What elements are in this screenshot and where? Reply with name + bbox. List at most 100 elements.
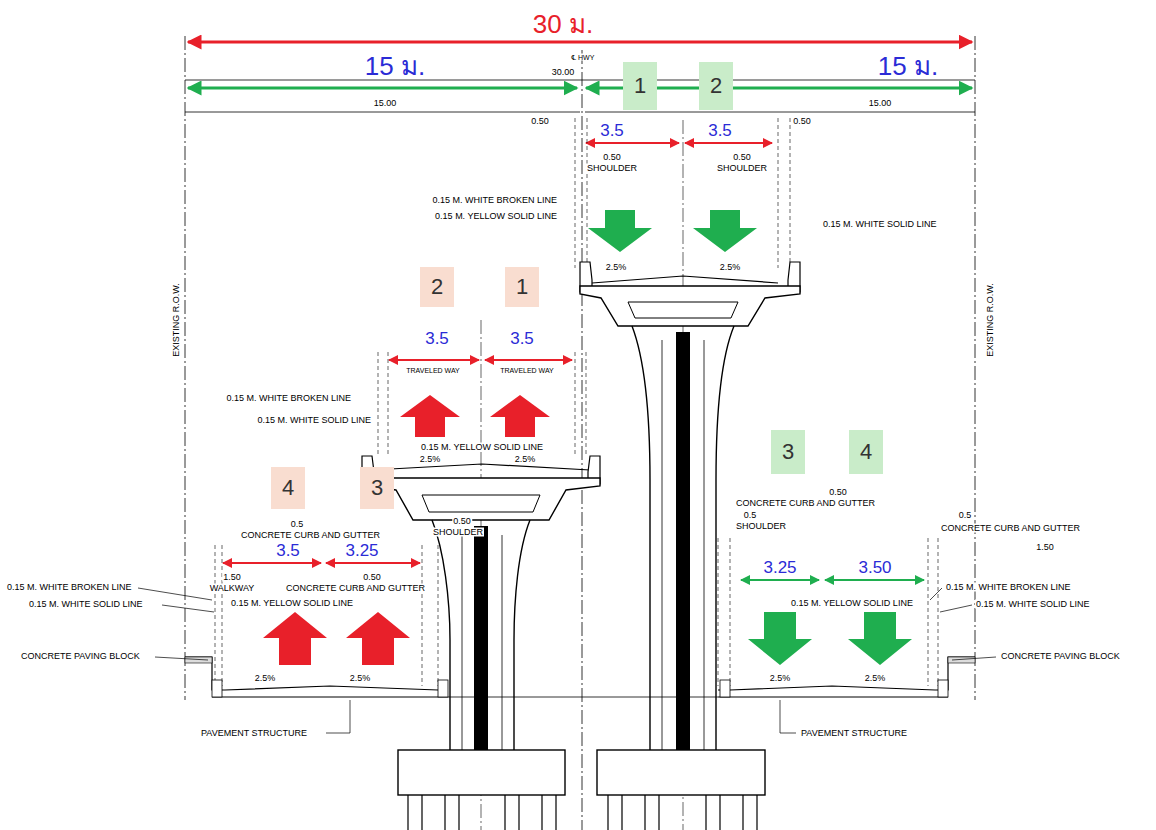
annotation-label: 15.00 xyxy=(868,99,893,108)
edge-line xyxy=(222,545,223,686)
pier-column xyxy=(502,535,503,750)
lane-width-label: 3.5 xyxy=(599,122,625,139)
row-label: EXISTING R.O.W. xyxy=(172,282,181,358)
leader-line xyxy=(930,588,942,600)
lane-number-box: 3 xyxy=(771,430,805,474)
pier-core xyxy=(474,526,488,750)
traffic-arrow xyxy=(748,612,812,665)
lane-number-box: 4 xyxy=(271,467,305,509)
lane-width-label: 3.50 xyxy=(857,559,892,576)
traffic-arrow xyxy=(490,395,550,437)
lane-number: 1 xyxy=(516,276,528,298)
leader-line xyxy=(940,605,972,612)
annotation-label: CONCRETE PAVING BLOCK xyxy=(20,652,141,661)
total-width-label: 30 ม. xyxy=(532,11,594,37)
annotation-label: 1.50 xyxy=(1035,543,1055,552)
annotation-label: 0.15 M. YELLOW SOLID LINE xyxy=(420,443,544,452)
dimension-line xyxy=(185,80,975,81)
annotation-label: SHOULDER xyxy=(432,528,484,537)
lane-dimension-arrow xyxy=(825,579,924,581)
lane-dimension-arrow xyxy=(485,359,572,361)
annotation-label: WALKWAY xyxy=(209,584,256,593)
lane-number: 3 xyxy=(782,441,794,463)
annotation-label: 0.15 M. WHITE BROKEN LINE xyxy=(431,196,558,205)
annotation-label: CONCRETE CURB AND GUTTER xyxy=(940,524,1081,533)
lane-dimension-arrow xyxy=(223,562,321,564)
annotation-label: 0.50 xyxy=(732,153,752,162)
leader-line xyxy=(780,700,796,733)
row-label: EXISTING R.O.W. xyxy=(986,282,995,358)
road-surface xyxy=(718,657,975,690)
annotation-label: TRAVELED WAY xyxy=(499,367,555,374)
edge-line xyxy=(730,538,731,686)
annotation-label: SHOULDER xyxy=(586,164,638,173)
annotation-label: 0.15 M. YELLOW SOLID LINE xyxy=(790,599,914,608)
leader-line xyxy=(162,605,214,612)
annotation-label: PAVEMENT STRUCTURE xyxy=(200,729,308,738)
annotation-label: 0.50 xyxy=(828,488,848,497)
annotation-label: 0.15 M. WHITE BROKEN LINE xyxy=(6,583,133,592)
lane-width-label: 3.5 xyxy=(707,122,733,139)
annotation-label: 0.15 M. WHITE SOLID LINE xyxy=(975,600,1091,609)
curb xyxy=(212,680,222,697)
pavement-structure xyxy=(212,697,448,698)
edge-line xyxy=(778,118,779,268)
lane-number-box: 2 xyxy=(420,267,454,307)
leader-line xyxy=(155,657,208,660)
pavement-structure xyxy=(448,697,718,698)
pier-column xyxy=(514,520,530,750)
traffic-arrow xyxy=(400,395,460,437)
annotation-label: 0.5 xyxy=(290,520,305,529)
annotation-label: 2.5% xyxy=(514,455,537,464)
half-width-label: 15 ม. xyxy=(877,53,939,79)
annotation-label: 0.50 xyxy=(530,117,550,126)
edge-line xyxy=(938,538,939,686)
annotation-label: 0.50 xyxy=(792,117,812,126)
lane-width-label: 3.5 xyxy=(275,542,301,559)
curb xyxy=(438,680,448,697)
edge-line xyxy=(438,545,439,686)
traffic-arrow xyxy=(588,210,652,252)
leader-line xyxy=(952,657,996,660)
box-girder xyxy=(362,478,600,520)
traffic-arrow xyxy=(693,210,757,252)
lane-width-label: 3.25 xyxy=(344,542,379,559)
pier-column xyxy=(432,520,450,750)
row-line xyxy=(185,36,186,700)
pile xyxy=(608,795,757,830)
annotation-label: 2.5% xyxy=(719,263,742,272)
road-surface xyxy=(185,657,448,690)
traffic-arrow xyxy=(848,612,912,665)
lane-number-box: 3 xyxy=(360,467,394,509)
pier-column xyxy=(704,340,705,750)
edge-line xyxy=(586,352,587,455)
annotation-label: 2.5% xyxy=(605,263,628,272)
edge-line xyxy=(587,118,588,268)
pile-cap xyxy=(597,750,765,795)
edge-line xyxy=(718,538,719,686)
edge-line xyxy=(215,545,216,686)
annotation-label: 0.15 M. YELLOW SOLID LINE xyxy=(230,599,354,608)
pier-column xyxy=(662,340,663,750)
centre-line xyxy=(582,50,583,830)
annotation-label: TRAVELED WAY xyxy=(405,367,461,374)
lane-width-label: 3.5 xyxy=(509,330,535,347)
lane-number: 4 xyxy=(860,441,872,463)
annotation-label: PAVEMENT STRUCTURE xyxy=(800,729,908,738)
annotation-label: 2.5% xyxy=(254,674,277,683)
dimension-line xyxy=(185,112,580,113)
annotation-label: ℄ HWY xyxy=(571,54,596,61)
annotation-label: 0.15 M. WHITE BROKEN LINE xyxy=(945,583,1072,592)
lane-number: 2 xyxy=(431,276,443,298)
pile-cap xyxy=(398,750,565,795)
leader-line xyxy=(138,588,212,600)
lane-dimension-arrow xyxy=(741,579,819,581)
pier-column xyxy=(462,535,463,750)
lane-width-label: 3.5 xyxy=(424,330,450,347)
annotation-label: 0.15 M. WHITE SOLID LINE xyxy=(256,416,372,425)
annotation-label: 0.50 xyxy=(362,573,382,582)
box-girder xyxy=(580,286,800,326)
curb xyxy=(938,680,948,697)
half-width-label: 15 ม. xyxy=(364,53,426,79)
